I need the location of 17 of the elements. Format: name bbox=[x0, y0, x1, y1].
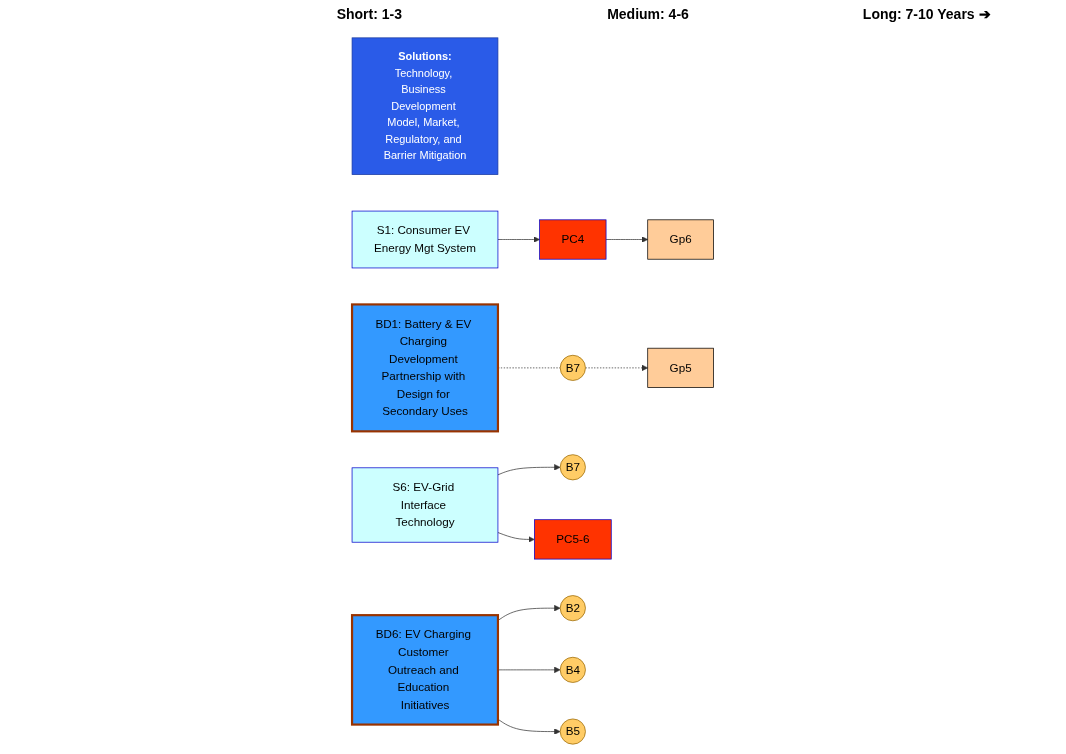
column-heading: Medium: 4-6 bbox=[606, 6, 690, 24]
node-circle: B7 bbox=[560, 354, 586, 381]
node-box: Gp6 bbox=[647, 219, 715, 260]
column-heading: Short: 1-3 bbox=[335, 6, 403, 24]
node-box: BD6: EV Charging Customer Outreach and Education Initiatives bbox=[351, 614, 500, 726]
node-box: S6: EV-Grid Interface Technology bbox=[351, 467, 499, 543]
node-box: S1: Consumer EV Energy Mgt System bbox=[351, 210, 499, 269]
node-circle: B2 bbox=[560, 595, 586, 622]
node-box: Gp5 bbox=[647, 347, 715, 388]
node-circle: B5 bbox=[560, 718, 586, 745]
node-box: PC4 bbox=[539, 219, 607, 260]
node-circle: B4 bbox=[560, 656, 586, 683]
node-circle: B7 bbox=[560, 454, 586, 481]
node-box: PC5-6 bbox=[534, 519, 612, 560]
node-box: BD1: Battery & EV Charging Development Partnership with Design for Secondary Uses bbox=[351, 303, 500, 433]
node-box: Solutions: Technology, Business Development Model, Market, Regulatory, and Barrier Mitigation bbox=[351, 37, 499, 175]
column-heading: Long: 7-10 Years ➔ bbox=[861, 6, 992, 24]
